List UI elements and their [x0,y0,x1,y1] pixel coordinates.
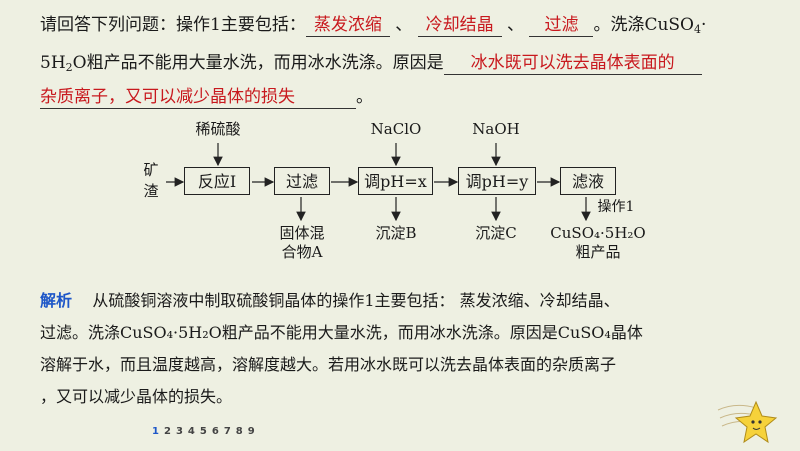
step-filtrate: 滤液 [560,167,616,195]
star-decoration-icon [717,400,778,444]
input-acid: 稀硫酸 [195,120,241,138]
page-3[interactable]: 3 [175,426,185,437]
answer-2: 冷却结晶 [417,14,502,37]
line2-sub: 2 [65,61,73,74]
output-solid-a: 固体混 合物A [272,224,332,262]
explanation-key: 解析 [40,291,73,310]
question-line-3: 杂质离子，又可以减少晶体的损失。 [40,86,373,109]
operation-1-label: 操作1 [597,199,635,215]
start-label: 矿 渣 [140,160,162,202]
explanation-line-2: 过滤。洗涤CuSO₄·5H₂O粗产品不能用大量水洗，而用冰水洗涤。原因是CuSO… [40,323,643,342]
output-solid-a-line2: 合物A [281,243,323,261]
question-after-dot: · [701,15,707,35]
answer-4a: 冰水既可以洗去晶体表面的 [443,52,702,75]
answer-4b: 杂质离子，又可以减少晶体的损失 [40,86,356,109]
page-5[interactable]: 5 [199,426,209,437]
line2-b: O粗产品不能用大量水洗，而用冰水洗涤。原因是 [72,53,444,73]
page-6[interactable]: 6 [211,426,221,437]
page-8[interactable]: 8 [235,426,245,437]
answer-1: 蒸发浓缩 [305,14,390,37]
input-naoh: NaOH [472,120,520,138]
explanation-text-1: 从硫酸铜溶液中制取硫酸铜晶体的操作1主要包括： 蒸发浓缩、冷却结晶、 [92,291,620,310]
question-after: 。洗涤CuSO [593,15,694,35]
step-ph-y: 调pH=y [458,167,536,195]
sep-2: 、 [507,15,525,35]
input-naclo: NaClO [370,120,422,138]
step-reaction: 反应Ⅰ [184,167,250,195]
step-filter: 过滤 [274,167,330,195]
page-2[interactable]: 2 [163,426,173,437]
output-precip-b: 沉淀B [375,224,417,242]
page-4[interactable]: 4 [187,426,197,437]
explanation-line-1: 解析 从硫酸铜溶液中制取硫酸铜晶体的操作1主要包括： 蒸发浓缩、冷却结晶、 [40,290,620,312]
question-after-sub: 4 [694,23,701,36]
answer-3: 过滤 [529,14,594,37]
line2-a: 5H [40,53,66,73]
product-label: 粗产品 [575,243,621,261]
product-formula: CuSO₄·5H₂O [550,224,646,242]
question-end: 。 [356,87,373,107]
start-label-a: 矿 [143,161,159,179]
step-ph-x: 调pH=x [358,167,433,195]
explanation-line-3: 溶解于水，而且温度越高，溶解度越大。若用冰水既可以洗去晶体表面的杂质离子 [40,355,617,374]
product: CuSO₄·5H₂O 粗产品 [536,224,660,262]
question-prefix: 请回答下列问题：操作1主要包括： [40,15,306,35]
question-line-2: 5H2O粗产品不能用大量水洗，而用冰水洗涤。原因是冰水既可以洗去晶体表面的 [40,52,702,79]
explanation-line-4: ，又可以减少晶体的损失。 [40,387,233,406]
start-label-b: 渣 [143,182,159,200]
output-precip-c: 沉淀C [475,224,517,242]
page-7[interactable]: 7 [223,426,233,437]
page-9[interactable]: 9 [247,426,257,437]
question-line-1: 请回答下列问题：操作1主要包括：蒸发浓缩 、 冷却结晶 、 过滤。洗涤CuSO4… [40,14,706,41]
output-solid-a-line1: 固体混 [279,224,325,242]
sep-1: 、 [395,15,413,35]
page-1[interactable]: 1 [152,426,161,437]
